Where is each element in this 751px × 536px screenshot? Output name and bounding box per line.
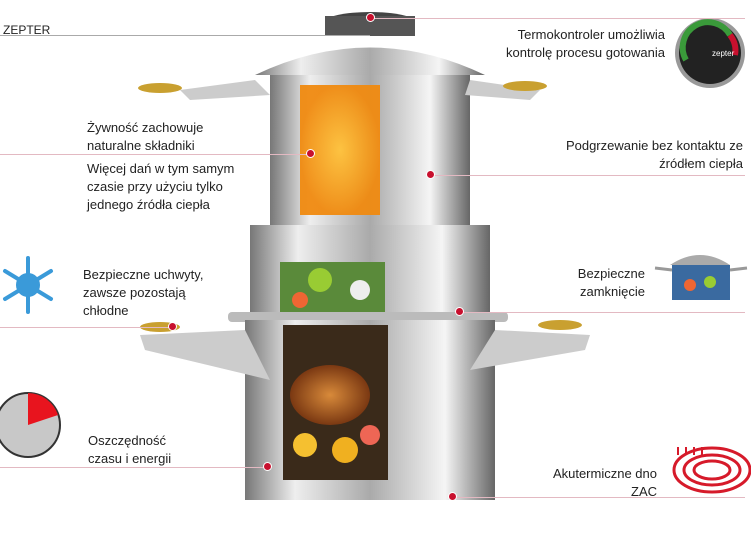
svg-text:zepter: zepter <box>712 49 735 58</box>
snowflake-icon <box>3 256 53 314</box>
feature-closing: Bezpieczne zamknięcie <box>577 266 645 299</box>
leader-line <box>460 312 745 313</box>
callout-dot <box>306 149 315 158</box>
leader-line <box>372 18 745 19</box>
callout-dot <box>448 492 457 501</box>
feature-nutrients: Żywność zachowuje naturalne składniki <box>87 120 204 153</box>
leader-line <box>0 327 175 328</box>
time-saving-pie-icon <box>0 392 61 458</box>
feature-base: Akutermiczne dno ZAC <box>552 466 657 499</box>
brand-label: ZEPTER <box>3 23 51 37</box>
safe-lid-pot-icon <box>654 255 748 300</box>
callout-dot <box>455 307 464 316</box>
top-pot <box>138 12 547 225</box>
feature-thermo: Termokontroler umożliwia kontrolę proces… <box>506 27 665 60</box>
feature-heating: Podgrzewanie bez kontaktu ze źródłem cie… <box>565 138 743 171</box>
heat-base-icon <box>672 446 751 494</box>
leader-line <box>0 154 310 155</box>
thermo-controller-icon: zepter <box>675 18 745 88</box>
bottom-pot <box>140 312 590 500</box>
middle-insert <box>250 225 490 317</box>
leader-line <box>0 467 268 468</box>
callout-dot <box>366 13 375 22</box>
callout-dot <box>168 322 177 331</box>
leader-line <box>452 497 745 498</box>
brand-line <box>0 35 370 36</box>
leader-line <box>430 175 745 176</box>
feature-handles: Bezpieczne uchwyty, zawsze pozostają chł… <box>83 267 204 318</box>
callout-dot <box>426 170 435 179</box>
callout-dot <box>263 462 272 471</box>
feature-saving: Oszczędność czasu i energii <box>88 433 172 466</box>
feature-more-dishes: Więcej dań w tym samym czasie przy użyci… <box>87 161 235 212</box>
